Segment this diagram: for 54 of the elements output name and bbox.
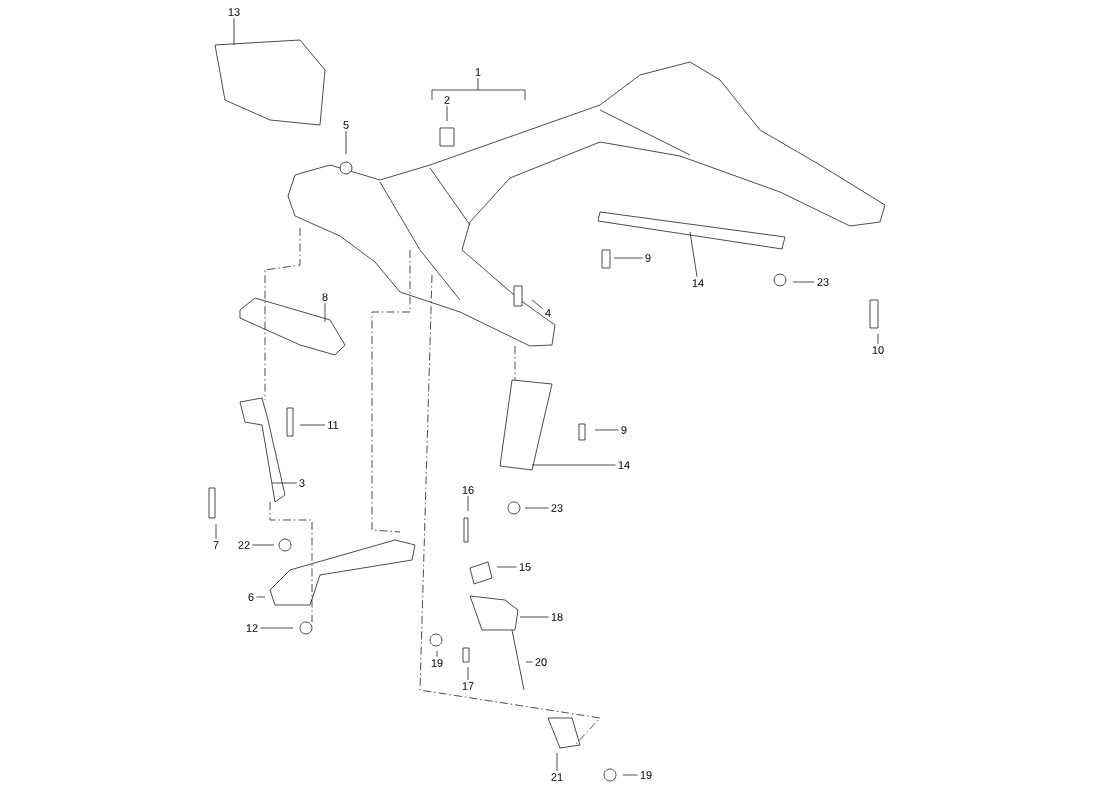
callout-number: 3 <box>299 479 305 487</box>
callout-number: 22 <box>238 541 250 549</box>
callout-number: 7 <box>213 541 219 549</box>
leader-line <box>436 650 438 658</box>
callout-number: 18 <box>551 613 563 621</box>
leader-line <box>594 429 619 431</box>
leader-line <box>519 616 549 618</box>
leader-line <box>233 17 235 46</box>
callout-number: 12 <box>246 624 258 632</box>
callout-number: 20 <box>535 658 547 666</box>
leader-line <box>531 299 543 309</box>
leader-line <box>613 257 643 259</box>
callout-number: 17 <box>462 682 474 690</box>
leader-line <box>256 596 266 598</box>
leader-line <box>260 627 294 629</box>
leader-line <box>496 566 517 568</box>
callout-number: 9 <box>621 426 627 434</box>
leader-line <box>877 333 879 345</box>
leader-line <box>446 105 448 122</box>
leader-line <box>477 77 479 91</box>
leader-line <box>525 661 533 663</box>
callout-number: 4 <box>545 309 551 317</box>
leader-line <box>299 424 326 426</box>
callout-number: 16 <box>462 486 474 494</box>
callout-number: 21 <box>551 773 563 781</box>
callout-number: 23 <box>551 504 563 512</box>
leader-line <box>215 523 217 540</box>
callout-number: 5 <box>343 121 349 129</box>
callout-number: 10 <box>872 346 884 354</box>
leader-line <box>622 774 638 776</box>
callout-number: 23 <box>817 278 829 286</box>
leader-line <box>792 281 815 283</box>
callout-number: 9 <box>645 254 651 262</box>
leader-line <box>556 752 558 772</box>
leader-line <box>324 302 326 323</box>
callout-number: 8 <box>322 293 328 301</box>
leader-line <box>689 231 698 278</box>
callout-number: 1 <box>475 68 481 76</box>
callout-number: 19 <box>640 771 652 779</box>
leader-line <box>467 666 469 681</box>
callout-number: 2 <box>444 96 450 104</box>
leader-line <box>271 482 297 484</box>
callout-number: 11 <box>328 421 339 429</box>
leader-line <box>531 464 616 466</box>
callout-number: 14 <box>618 461 630 469</box>
callout-number: 6 <box>248 593 254 601</box>
leader-line <box>467 495 469 512</box>
leader-line <box>524 507 549 509</box>
callout-number: 15 <box>519 563 531 571</box>
callout-number: 14 <box>692 279 704 287</box>
leader-line <box>252 544 275 546</box>
callout-number: 13 <box>228 8 240 16</box>
leader-line <box>345 130 347 155</box>
callout-number: 19 <box>431 659 443 667</box>
